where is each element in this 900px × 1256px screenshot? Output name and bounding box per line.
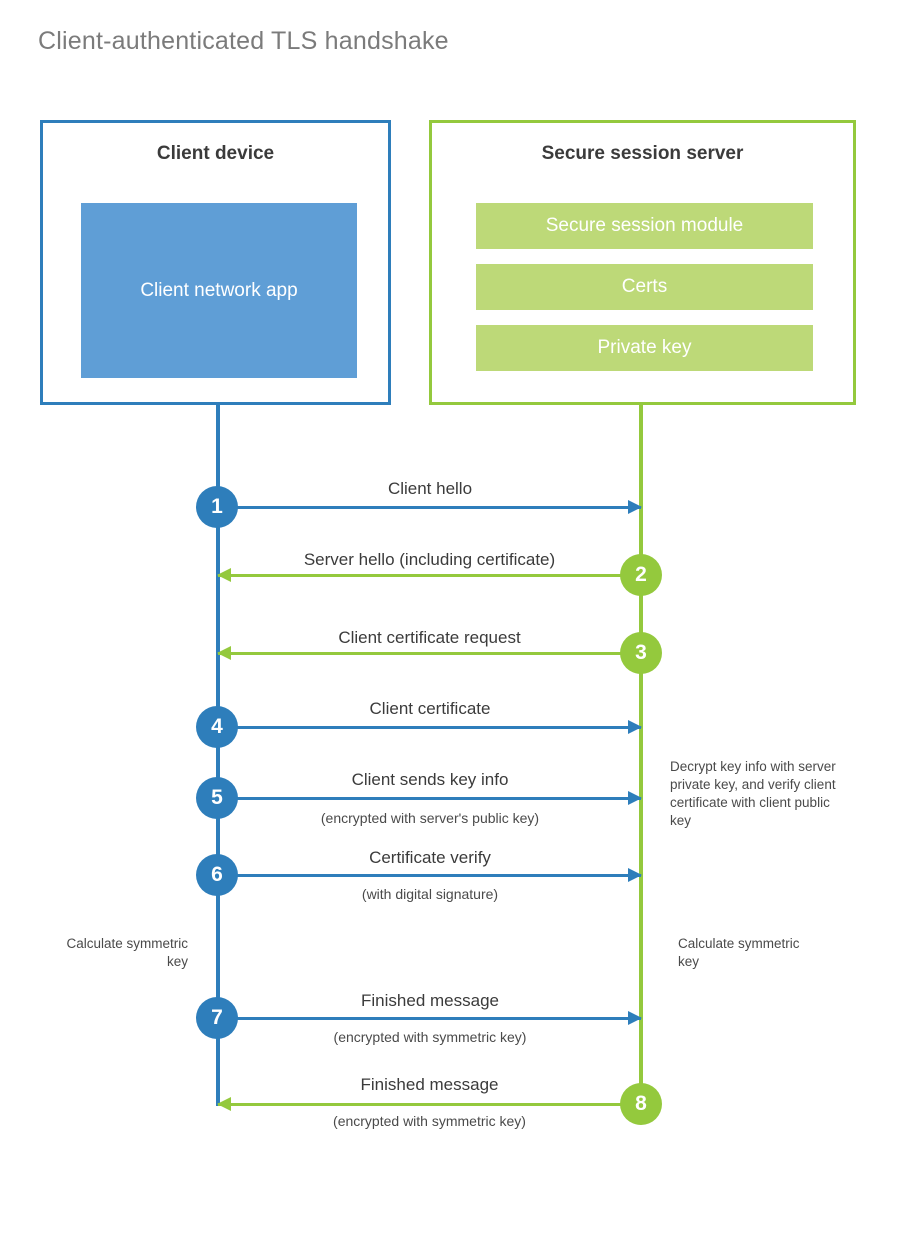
- server-lifeline: [639, 402, 643, 1106]
- step-6-marker[interactable]: 6: [196, 854, 238, 896]
- arrowhead-left-icon: [217, 1097, 231, 1111]
- step-8-sublabel: (encrypted with symmetric key): [333, 1113, 526, 1129]
- step-2-arrow: [217, 568, 641, 582]
- arrowhead-left-icon: [217, 646, 231, 660]
- server-module-certs: Certs: [476, 264, 813, 310]
- arrowhead-left-icon: [217, 568, 231, 582]
- step-1-arrow: [218, 500, 642, 514]
- server-calculate-key-note: Calculate symmetric key: [678, 936, 800, 969]
- step-8-label: Finished message: [360, 1075, 499, 1094]
- step-6-label: Certificate verify: [369, 848, 491, 867]
- client-device-box: Client device Client network app: [40, 120, 391, 405]
- arrowhead-right-icon: [628, 791, 642, 805]
- step-4-marker[interactable]: 4: [196, 706, 238, 748]
- step-8-arrow: [217, 1097, 641, 1111]
- arrowhead-right-icon: [628, 500, 642, 514]
- page-title: Client-authenticated TLS handshake: [38, 27, 449, 55]
- step-1-label: Client hello: [387, 479, 473, 498]
- step-3-marker[interactable]: 3: [620, 632, 662, 674]
- step-5-label: Client sends key info: [351, 770, 509, 789]
- secure-session-server-box: Secure session server Secure session mod…: [429, 120, 856, 405]
- step-7-sublabel: (encrypted with symmetric key): [333, 1029, 527, 1045]
- step-7-arrow: [218, 1011, 642, 1025]
- step-2-marker[interactable]: 2: [620, 554, 662, 596]
- step-4-label: Client certificate: [369, 699, 491, 718]
- server-modules-list: Secure session module Certs Private key: [476, 203, 813, 386]
- step-6-arrow: [218, 868, 642, 882]
- arrowhead-right-icon: [628, 720, 642, 734]
- step-6-sublabel: (with digital signature): [361, 886, 499, 902]
- step-3-label: Client certificate request: [338, 628, 521, 647]
- arrowhead-right-icon: [628, 868, 642, 882]
- step-4-arrow: [218, 720, 642, 734]
- step-2-label: Server hello (including certificate): [303, 550, 556, 569]
- arrowhead-right-icon: [628, 1011, 642, 1025]
- step-7-label: Finished message: [361, 991, 499, 1010]
- client-network-app-block: Client network app: [81, 203, 357, 378]
- step-7-marker[interactable]: 7: [196, 997, 238, 1039]
- step-1-marker[interactable]: 1: [196, 486, 238, 528]
- server-module-secure-session: Secure session module: [476, 203, 813, 249]
- server-decrypt-note: Decrypt key info with server private key…: [670, 759, 836, 828]
- step-5-marker[interactable]: 5: [196, 777, 238, 819]
- client-device-title: Client device: [156, 143, 275, 164]
- step-8-marker[interactable]: 8: [620, 1083, 662, 1125]
- client-lifeline: [216, 402, 220, 1106]
- step-5-arrow: [218, 791, 642, 805]
- server-module-private-key: Private key: [476, 325, 813, 371]
- step-5-sublabel: (encrypted with server's public key): [320, 810, 540, 826]
- step-3-arrow: [217, 646, 641, 660]
- client-calculate-key-note: Calculate symmetric key: [66, 936, 188, 969]
- secure-session-server-title: Secure session server: [541, 143, 744, 164]
